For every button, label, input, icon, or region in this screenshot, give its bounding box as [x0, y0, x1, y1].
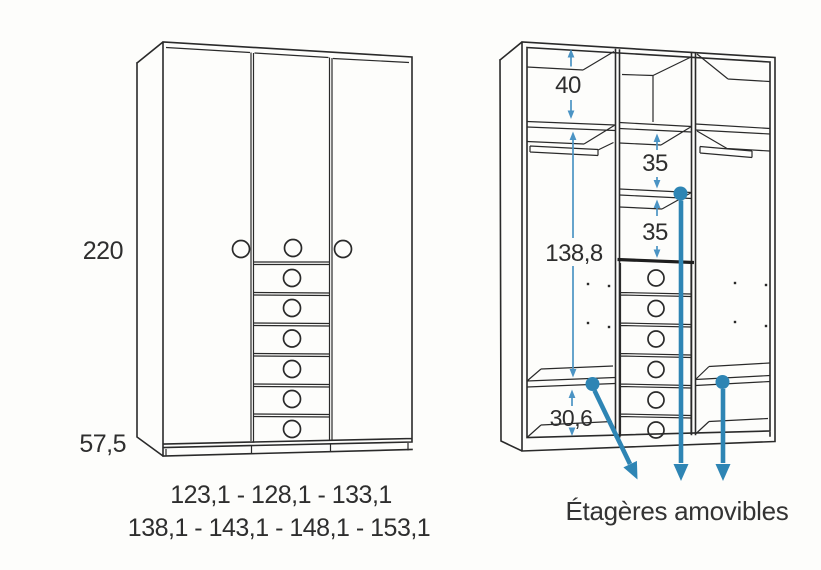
dim-35-upper-label: 35 — [642, 150, 668, 177]
front-feet — [165, 443, 409, 457]
interior-view: 40 138,8 30,6 35 35 — [498, 41, 789, 526]
dimension-top-shelf-space: 40 — [555, 49, 581, 119]
front-view: 220 57,5 — [79, 41, 413, 458]
arrow-up-icon — [653, 199, 661, 208]
front-door-gaps — [250, 52, 333, 442]
removable-shelf-markers — [585, 186, 731, 481]
interior-carcass-outline — [498, 41, 776, 452]
arrow-down-icon — [653, 180, 661, 189]
dim-138-8-label: 138,8 — [545, 240, 603, 267]
width-options: 123,1 - 128,1 - 133,1 138,1 - 143,1 - 14… — [128, 481, 431, 542]
drawer-knob-icon — [647, 330, 665, 348]
drawer-knob-icon — [647, 421, 665, 439]
door-knob-icon — [283, 238, 303, 258]
shelf-pin-holes — [586, 281, 768, 329]
shelf-marker-dot-icon — [715, 375, 730, 389]
width-options-line1: 123,1 - 128,1 - 133,1 — [170, 481, 392, 509]
dimension-hanging-space: 138,8 — [545, 131, 603, 378]
removable-shelves-caption: Étagères amovibles — [566, 496, 789, 526]
pin-hole-icon — [586, 282, 590, 286]
arrow-down-icon — [568, 427, 576, 436]
arrowhead-icon — [623, 460, 638, 480]
arrow-down-icon — [569, 369, 577, 378]
interior-drawer-knobs — [647, 269, 665, 439]
pin-hole-icon — [733, 320, 737, 324]
pin-hole-icon — [733, 281, 737, 285]
shelf-marker-dot-icon — [673, 186, 688, 201]
front-drawer-separators — [253, 261, 330, 418]
drawer-knob-icon — [282, 419, 302, 439]
drawer-knob-icon — [282, 298, 302, 318]
drawer-knob-icon — [647, 360, 665, 379]
pin-hole-icon — [607, 284, 611, 288]
arrowhead-icon — [673, 464, 689, 481]
arrow-up-icon — [653, 133, 661, 142]
front-door-top-edges — [165, 46, 410, 64]
middle-compartment-lines — [619, 56, 692, 437]
arrowhead-icon — [715, 464, 731, 481]
front-carcass-outline — [135, 41, 413, 458]
drawer-knob-icon — [282, 268, 302, 288]
pin-hole-icon — [764, 283, 768, 287]
interior-partitions — [614, 48, 697, 439]
door-knob-icon — [231, 239, 251, 259]
removable-shelf-arrow-icon — [592, 389, 633, 466]
drawer-knob-icon — [282, 389, 302, 409]
pin-hole-icon — [586, 321, 590, 325]
width-options-line2: 138,1 - 143,1 - 148,1 - 153,1 — [128, 514, 430, 542]
arrow-up-icon — [569, 131, 577, 140]
dim-35-lower-label: 35 — [642, 219, 668, 246]
arrow-up-icon — [567, 49, 575, 58]
arrow-up-icon — [568, 389, 576, 398]
dim-40-label: 40 — [555, 72, 581, 99]
drawer-knob-icon — [282, 359, 302, 379]
arrow-down-icon — [567, 110, 575, 119]
drawer-knob-icon — [647, 391, 665, 409]
arrow-down-icon — [653, 249, 661, 258]
door-knob-icon — [333, 239, 353, 259]
front-knobs — [231, 238, 353, 439]
drawer-knob-icon — [282, 329, 302, 348]
left-compartment-lines — [526, 50, 616, 438]
pin-hole-icon — [607, 325, 611, 329]
depth-dimension-label: 57,5 — [79, 430, 126, 458]
pin-hole-icon — [764, 324, 768, 328]
dimension-upper-shelf-space: 35 — [642, 133, 668, 189]
shelf-marker-dot-icon — [585, 377, 600, 391]
height-dimension-label: 220 — [83, 237, 123, 265]
dim-30-6-label: 30,6 — [550, 405, 593, 431]
dimension-bottom-shelf-space: 30,6 — [550, 389, 593, 436]
right-compartment-lines — [695, 53, 771, 435]
drawer-knob-icon — [647, 299, 665, 318]
drawer-knob-icon — [647, 269, 665, 287]
dimension-lower-shelf-space: 35 — [642, 199, 668, 258]
